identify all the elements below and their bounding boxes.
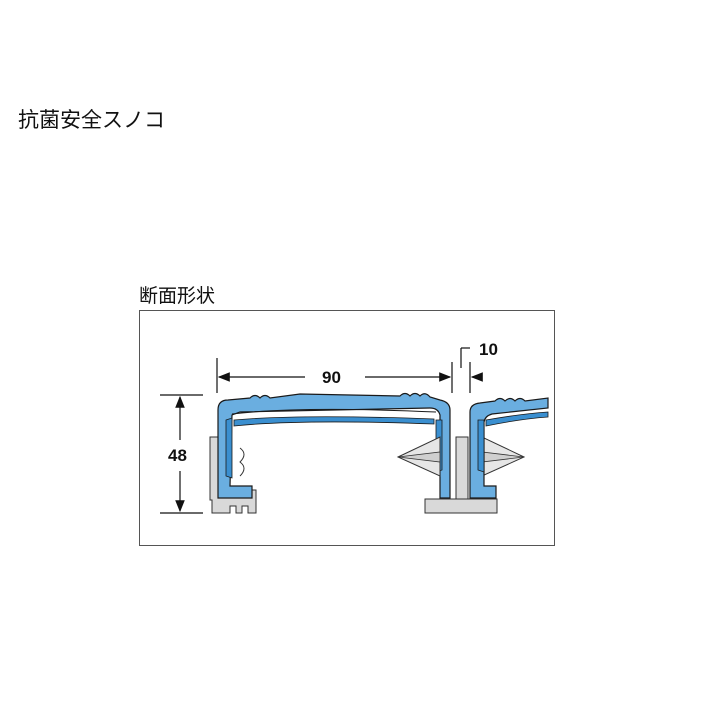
dim-height-label: 48: [168, 446, 187, 465]
dim-gap-label: 10: [479, 340, 498, 359]
left-slat-profile: [217, 392, 451, 499]
cross-section-frame: [139, 310, 555, 546]
dimension-90: 90: [216, 358, 453, 393]
dimension-48: 48: [160, 394, 203, 514]
dim-width-label: 90: [322, 368, 341, 387]
product-title: 抗菌安全スノコ: [18, 108, 165, 132]
center-base-profile: [396, 436, 526, 514]
left-base-profile: [209, 436, 257, 514]
dimension-10: 10: [460, 340, 498, 393]
section-label: 断面形状: [139, 285, 216, 307]
right-slat-profile: [469, 397, 549, 499]
